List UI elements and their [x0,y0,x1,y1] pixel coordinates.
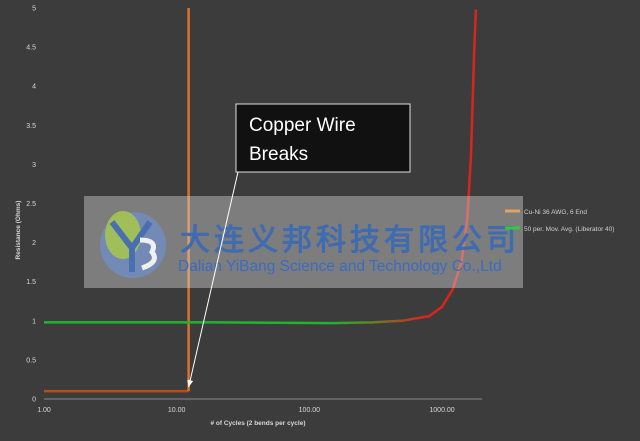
legend-label-moving-avg: 50 per. Mov. Avg. (Liberator 40) [524,226,614,233]
callout-line-1: Copper Wire [249,115,356,136]
y-tick-label: 3 [32,162,36,169]
x-tick-label: 100.00 [299,407,321,414]
y-tick-label: 0 [32,397,36,404]
legend: Cu-Ni 36 AWG, 6 End 50 per. Mov. Avg. (L… [505,209,614,233]
y-tick-label: 4.5 [26,45,36,52]
y-tick-label: 3.5 [26,123,36,130]
callout: Copper Wire Breaks [187,103,411,388]
y-axis-label: Resistance (Ohms) [15,201,22,260]
watermark-chinese: 大连义邦科技有限公司 [180,223,520,258]
series-layer [44,8,478,393]
callout-line-2: Breaks [249,144,308,165]
callout-arrow [188,171,239,388]
y-tick-label: 0.5 [26,357,36,364]
y-tick-label: 2.5 [26,201,36,208]
watermark-logo [100,211,166,278]
x-tick-label: 1000.00 [429,407,454,414]
y-tick-label: 2 [32,240,36,247]
y-tick-label: 5 [32,6,36,13]
watermark: 大连义邦科技有限公司 Dalian YiBang Science and Tec… [84,196,523,288]
y-tick-label: 4 [32,84,36,91]
callout-arrowhead [187,379,194,388]
y-tick-label: 1.5 [26,279,36,286]
legend-label-cu-ni: Cu-Ni 36 AWG, 6 End [524,209,587,216]
watermark-english: Dalian YiBang Science and Technology Co.… [178,258,502,275]
x-axis-label: # of Cycles (2 bends per cycle) [210,420,305,427]
y-tick-labels: 0 0.5 1 1.5 2 2.5 3 3.5 4 4.5 5 [26,6,36,404]
x-tick-labels: 1.00 10.00 100.00 1000.00 [37,407,455,414]
callout-box [235,103,411,173]
x-tick-label: 1.00 [37,407,51,414]
x-tick-label: 10.00 [168,407,186,414]
series-moving-avg-line [44,9,478,325]
y-tick-label: 1 [32,318,36,325]
